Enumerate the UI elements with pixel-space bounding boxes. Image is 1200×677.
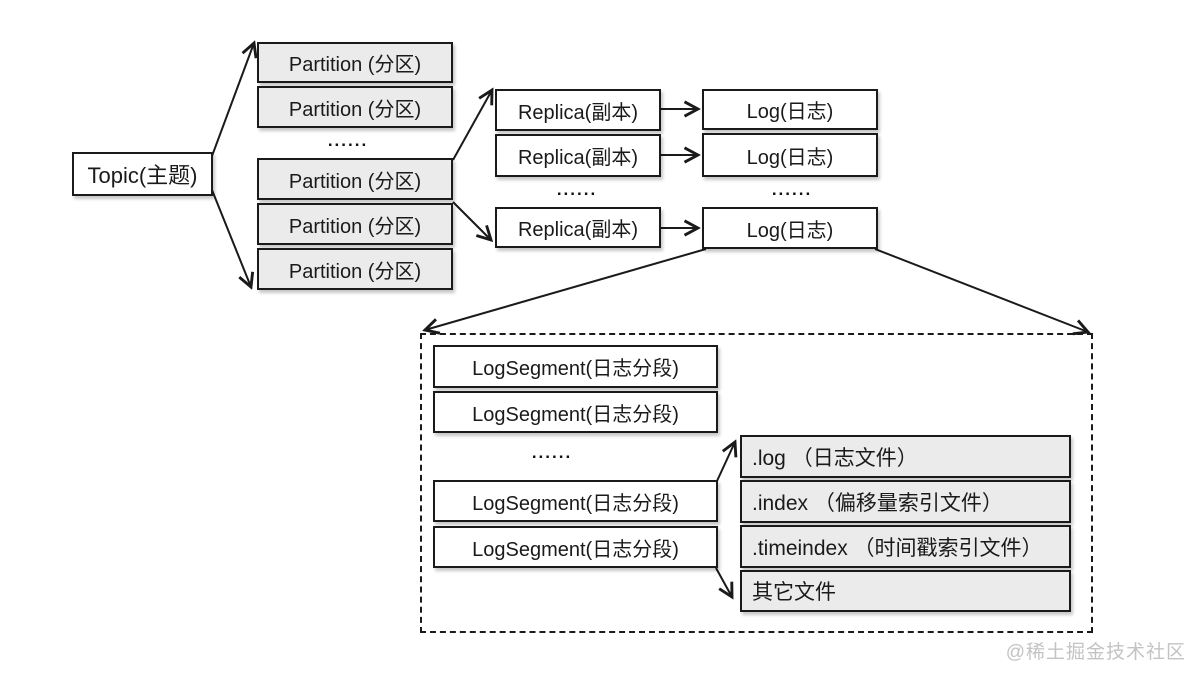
partitions-ellipsis: ...... (327, 131, 369, 150)
log-node-3: Log(日志) (702, 207, 878, 249)
topic-node: Topic(主题) (72, 152, 213, 196)
segments-ellipsis: ...... (531, 443, 573, 462)
logs-ellipsis: ...... (771, 180, 813, 199)
arrow-partition3-to-replica3 (452, 201, 491, 240)
arrow-topic-to-partition5 (211, 189, 251, 287)
logsegment-node-4: LogSegment(日志分段) (433, 526, 718, 568)
logsegment-node-2: LogSegment(日志分段) (433, 391, 718, 433)
replicas-ellipsis: ...... (556, 180, 598, 199)
file-node-other: 其它文件 (740, 570, 1071, 612)
partition-node-5: Partition (分区) (257, 248, 453, 290)
file-node-log: .log （日志文件） (740, 435, 1071, 478)
partition-node-4: Partition (分区) (257, 203, 453, 245)
segment-detail-container (420, 333, 1093, 633)
partition-node-2: Partition (分区) (257, 86, 453, 128)
file-node-timeindex: .timeindex （时间戳索引文件） (740, 525, 1071, 568)
logsegment-node-3: LogSegment(日志分段) (433, 480, 718, 522)
logsegment-node-1: LogSegment(日志分段) (433, 345, 718, 388)
partition-node-1: Partition (分区) (257, 42, 453, 83)
log-node-1: Log(日志) (702, 89, 878, 130)
watermark: @稀土掘金技术社区 (1005, 642, 1186, 663)
file-node-index: .index （偏移量索引文件） (740, 480, 1071, 523)
replica-node-2: Replica(副本) (495, 134, 661, 177)
arrow-log3-to-segment-area-right (874, 248, 1088, 332)
replica-node-3: Replica(副本) (495, 207, 661, 248)
arrow-topic-to-partition1 (211, 43, 254, 157)
arrow-partition3-to-replica1 (452, 90, 492, 161)
log-node-2: Log(日志) (702, 133, 878, 177)
arrow-log3-to-segment-area-left (425, 248, 707, 330)
replica-node-1: Replica(副本) (495, 89, 661, 131)
partition-node-3: Partition (分区) (257, 158, 453, 200)
